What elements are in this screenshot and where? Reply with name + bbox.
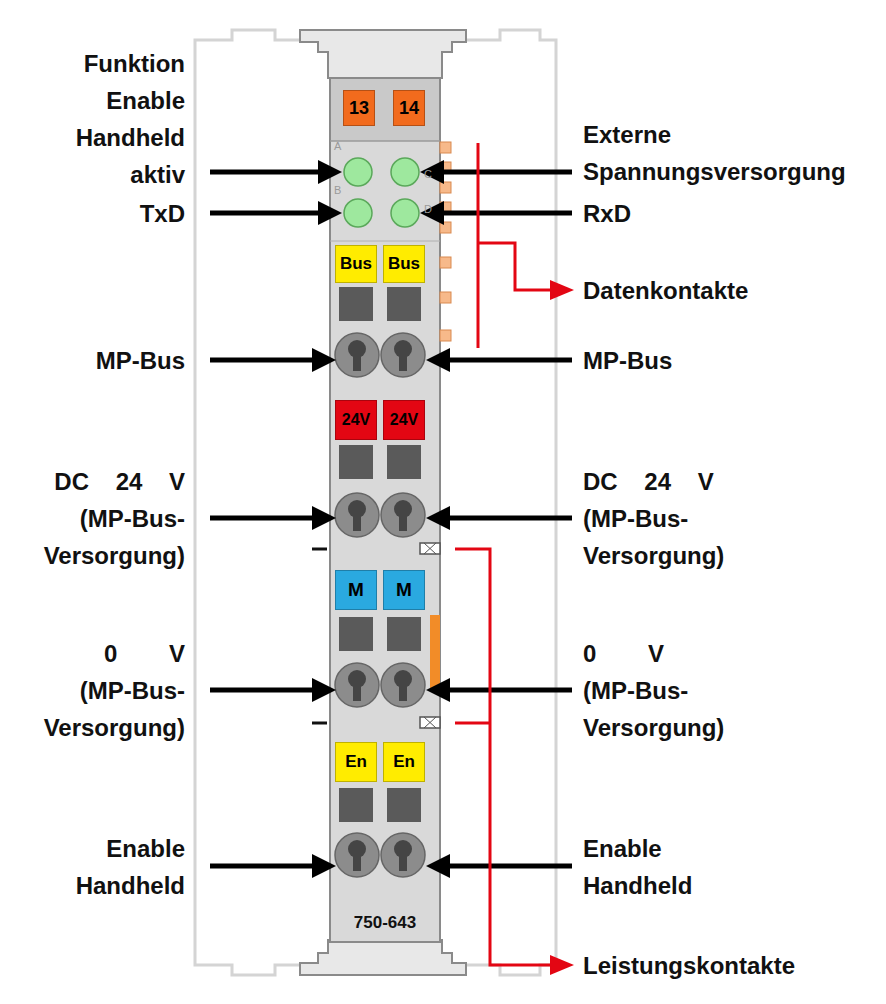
led: [344, 158, 372, 186]
terminal-marking: Bus: [388, 254, 420, 274]
led: [344, 199, 372, 227]
terminal-tag: M: [335, 570, 377, 610]
terminal-marking: 14: [399, 98, 419, 119]
leader-arrows: [210, 160, 572, 878]
led: [391, 158, 419, 186]
contact-label: Datenkontakte: [583, 272, 873, 309]
terminal-tag: 24V: [383, 400, 425, 440]
rail-clip: [300, 30, 466, 78]
terminal-label: DC 24 V (MP-Bus-Versorgung): [583, 463, 733, 574]
led-letter: B: [334, 184, 346, 196]
part-number: 750-643: [330, 913, 440, 933]
rail-clip: [300, 940, 466, 975]
terminal-tag: En: [383, 742, 425, 782]
power-contacts: [312, 543, 440, 728]
module-body: [330, 78, 440, 942]
terminal-tag: Bus: [383, 245, 425, 283]
neighbour-frame: [195, 30, 328, 975]
terminal-marking: 24V: [390, 411, 418, 429]
led: [391, 199, 419, 227]
terminal-label: DC 24 V (MP-Bus-Versorgung): [35, 463, 185, 574]
io-module: 750-643 13 14Bus Bus 24V 24V M M En En: [330, 30, 440, 975]
terminal-tag: Bus: [335, 245, 377, 283]
terminal-label: Enable Handheld: [35, 830, 185, 904]
terminal-label: MP-Bus: [583, 342, 783, 379]
separator: [330, 241, 440, 242]
led-letter: A: [334, 140, 346, 152]
terminal-label: 0 V (MP-Bus-Versorgung): [583, 635, 733, 746]
function-label: Funktion Enable Handheld aktiv: [65, 45, 185, 193]
contact-label: Leistungskontakte: [583, 947, 873, 984]
led-letter: D: [424, 203, 436, 215]
led-letter: C: [424, 168, 436, 180]
terminal-label: MP-Bus: [35, 342, 185, 379]
terminal-marking: Bus: [340, 254, 372, 274]
terminal-marking: M: [396, 579, 412, 601]
terminal-label: 0 V (MP-Bus-Versorgung): [35, 635, 185, 746]
terminal-marking: En: [393, 752, 415, 772]
terminal-tag: M: [383, 570, 425, 610]
signal-label: TxD: [65, 195, 185, 232]
terminal-marking: 13: [349, 98, 369, 119]
terminal-tag: En: [335, 742, 377, 782]
terminal-holes: [335, 333, 425, 877]
separator: [330, 140, 440, 142]
function-label: Externe Spannungsversorgung: [583, 116, 883, 190]
signal-label: RxD: [583, 195, 783, 232]
terminal-label: Enable Handheld: [583, 830, 733, 904]
marker-strip: [331, 79, 439, 141]
bracket-arrowheads: [550, 280, 574, 975]
marker-tag: 14: [393, 90, 425, 126]
marker-tag: 13: [343, 90, 375, 126]
terminal-marking: 24V: [342, 411, 370, 429]
terminal-marking: En: [345, 752, 367, 772]
terminal-marking: M: [348, 579, 364, 601]
contact-bracket: [455, 143, 552, 965]
terminal-tag: 24V: [335, 400, 377, 440]
